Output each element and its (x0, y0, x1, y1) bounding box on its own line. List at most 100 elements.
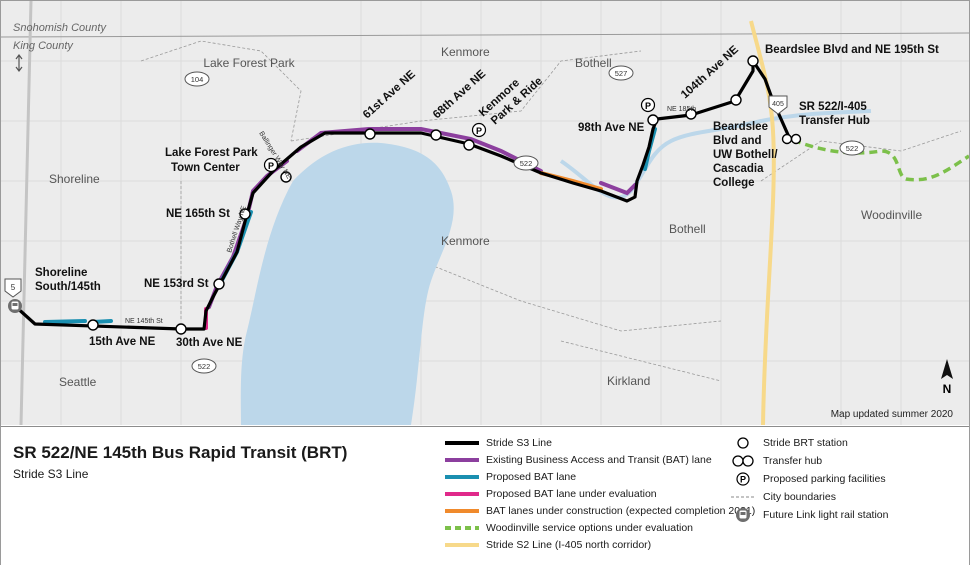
transfer-hub-icon (732, 455, 754, 467)
i5-freeway (19, 0, 33, 426)
legend-item-boundary: City boundaries (729, 489, 836, 505)
label-ne-165th: NE 165th St (166, 208, 230, 220)
legend-swatch-woodinville (445, 526, 479, 530)
north-arrow-icon: N (941, 359, 953, 396)
sr522-shield-icon-c (839, 140, 865, 156)
label-beardslee-195th: Beardslee Blvd and NE 195th St (765, 44, 939, 56)
map-background (1, 1, 969, 425)
transfer-hub-b[interactable] (790, 133, 802, 145)
legend-item-parking: P Proposed parking facilities (729, 471, 886, 487)
place-labels: Lake Forest Park Kenmore Kenmore Bothell… (49, 45, 922, 389)
legend-label-parking: Proposed parking facilities (763, 473, 886, 485)
label-beardslee-4: Cascadia (713, 163, 764, 175)
route-map: P P P 5 104 522 522 522 527 405 Snohomis… (0, 0, 970, 426)
label-98th-ave: 98th Ave NE (578, 122, 645, 134)
legend-label-bat-existing: Existing Business Access and Transit (BA… (486, 454, 712, 466)
legend-label-hub: Transfer hub (763, 455, 823, 467)
legend-item-woodinville: Woodinville service options under evalua… (444, 520, 693, 536)
i5-shield-icon (4, 278, 22, 298)
legend-item-bat-proposed: Proposed BAT lane (444, 469, 576, 485)
county-line (0, 32, 970, 38)
woodinville-options-line (792, 138, 970, 182)
place-seattle: Seattle (59, 375, 97, 389)
label-transfer-hub-1: SR 522/I-405 (799, 101, 867, 113)
station-beardslee-uwb[interactable] (730, 94, 742, 106)
station-68th-ave[interactable] (430, 129, 442, 141)
county-label-king: King County (13, 40, 74, 52)
legend-swatch-s3 (445, 441, 479, 445)
map-updated-note: Map updated summer 2020 (831, 409, 954, 420)
legend-swatch-s2 (445, 543, 479, 547)
place-kirkland: Kirkland (607, 374, 650, 388)
place-woodinville: Woodinville (861, 208, 922, 222)
station-ne-165th[interactable] (239, 208, 251, 220)
legend-item-s2: Stride S2 Line (I-405 north corridor) (444, 537, 651, 553)
sr522-shield-label-b: 522 (520, 159, 533, 168)
sammamish-river (559, 109, 872, 200)
legend-swatch-bat-proposed (445, 475, 479, 479)
legend-item-bat-eval: Proposed BAT lane under evaluation (444, 486, 657, 502)
station-98th-ave[interactable] (647, 114, 659, 126)
parking-icon: P (736, 472, 750, 486)
station-lake-forest-park[interactable] (280, 171, 292, 183)
legend-item-s3: Stride S3 Line (444, 435, 552, 451)
station-kenmore-pr[interactable] (463, 139, 475, 151)
parking-icon-98th: P (645, 101, 651, 111)
sr522-shield-label-a: 522 (198, 362, 211, 371)
label-beardslee-3: UW Bothell/ (713, 149, 778, 161)
station-beardslee-195th[interactable] (747, 55, 759, 67)
label-shoreline-1: Shoreline (35, 267, 87, 279)
sr522-shield-icon-b (513, 155, 539, 171)
place-kenmore-north: Kenmore (441, 45, 490, 59)
parking-icon-lfp: P (268, 161, 274, 171)
bat-existing-kenmore (295, 127, 543, 173)
legend-item-bat-construction: BAT lanes under construction (expected c… (444, 503, 755, 519)
road-label-ne145: NE 145th St (125, 318, 163, 325)
boundary-icon (731, 496, 755, 498)
station-61st-ave[interactable] (364, 128, 376, 140)
label-15th-ave: 15th Ave NE (89, 336, 156, 348)
place-kenmore-center: Kenmore (441, 234, 490, 248)
legend-swatch-bat-construction (445, 509, 479, 513)
legend-label-station: Stride BRT station (763, 437, 848, 449)
station-30th-ave[interactable] (175, 323, 187, 335)
parking-icon-kenmore: P (476, 126, 482, 136)
legend-label-bat-construction: BAT lanes under construction (expected c… (486, 505, 756, 517)
light-rail-station-icon[interactable] (8, 299, 22, 313)
sr522-shield-label-c: 522 (846, 144, 859, 153)
bat-proposed-145th-a (43, 319, 87, 324)
legend-swatch-bat-eval (445, 492, 479, 496)
label-beardslee-2: Blvd and (713, 135, 762, 147)
station-ne-153rd[interactable] (213, 278, 225, 290)
legend-swatch-bat-existing (445, 458, 479, 462)
legend-label-s2: Stride S2 Line (I-405 north corridor) (486, 539, 652, 551)
legend-label-bat-proposed: Proposed BAT lane (486, 471, 577, 483)
label-beardslee-1: Beardslee (713, 121, 768, 133)
legend-label-light-rail: Future Link light rail station (763, 509, 889, 521)
label-transfer-hub-2: Transfer Hub (799, 115, 870, 127)
i405-shield-icon (768, 95, 788, 115)
legend-item-station: Stride BRT station (729, 435, 848, 451)
sr104-shield-icon (184, 71, 210, 87)
legend-label-woodinville: Woodinville service options under evalua… (486, 522, 694, 534)
legend-label-s3: Stride S3 Line (486, 437, 552, 449)
station-104th-ave[interactable] (685, 108, 697, 120)
label-lfp-2: Town Center (171, 162, 240, 174)
legend-subtitle: Stride S3 Line (13, 467, 89, 481)
county-label-snohomish: Snohomish County (13, 22, 107, 34)
parking-icons: P P P (263, 97, 656, 173)
place-lake-forest-park: Lake Forest Park (203, 56, 295, 70)
i5-shield-label: 5 (11, 283, 16, 292)
light-rail-icon (736, 508, 750, 522)
legend-item-bat-existing: Existing Business Access and Transit (BA… (444, 452, 712, 468)
transfer-hub-a[interactable] (781, 133, 793, 145)
place-shoreline: Shoreline (49, 172, 100, 186)
legend-title: SR 522/NE 145th Bus Rapid Transit (BRT) (13, 443, 348, 462)
s2-line-corridor (749, 20, 776, 426)
county-arrow-icon (15, 54, 23, 72)
station-15th-ave[interactable] (87, 319, 99, 331)
place-bothell-north: Bothell (575, 56, 612, 70)
stations (87, 55, 802, 335)
place-bothell-center: Bothell (669, 222, 706, 236)
bat-existing-east (599, 181, 637, 196)
